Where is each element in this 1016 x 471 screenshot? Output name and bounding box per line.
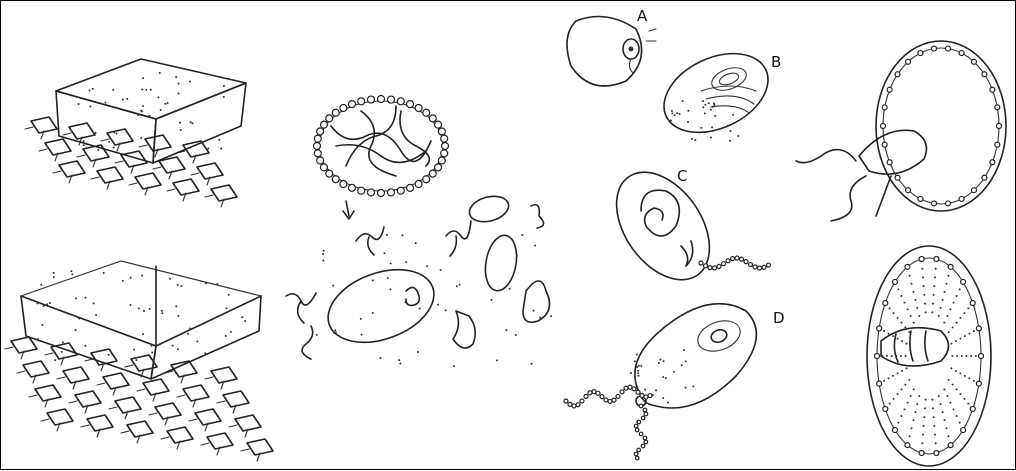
label-a: A [637, 7, 648, 25]
label-d: D [773, 309, 785, 327]
cortical-granules-top [881, 46, 1002, 206]
lower-block-on-plates [5, 261, 273, 461]
nucleus-with-bead-ring [314, 96, 449, 220]
radiating-granule-lines [875, 256, 984, 455]
plate-grid-bottom [5, 337, 273, 461]
upper-block-on-plates [25, 59, 246, 207]
label-b: B [771, 53, 781, 71]
bead-chains [564, 100, 771, 460]
cell-a: A [567, 7, 656, 86]
cell-c: C [597, 155, 728, 297]
egg-with-sperm [796, 41, 1006, 221]
egg-with-cleavage-furrow [867, 246, 991, 466]
particles-top-block [78, 72, 225, 151]
cell-b: B [651, 38, 781, 148]
plate-grid-top [25, 117, 237, 207]
released-fragments [286, 192, 552, 367]
label-c: C [677, 167, 687, 185]
cell-d: D [635, 304, 785, 408]
particles-bottom-block [37, 270, 247, 361]
